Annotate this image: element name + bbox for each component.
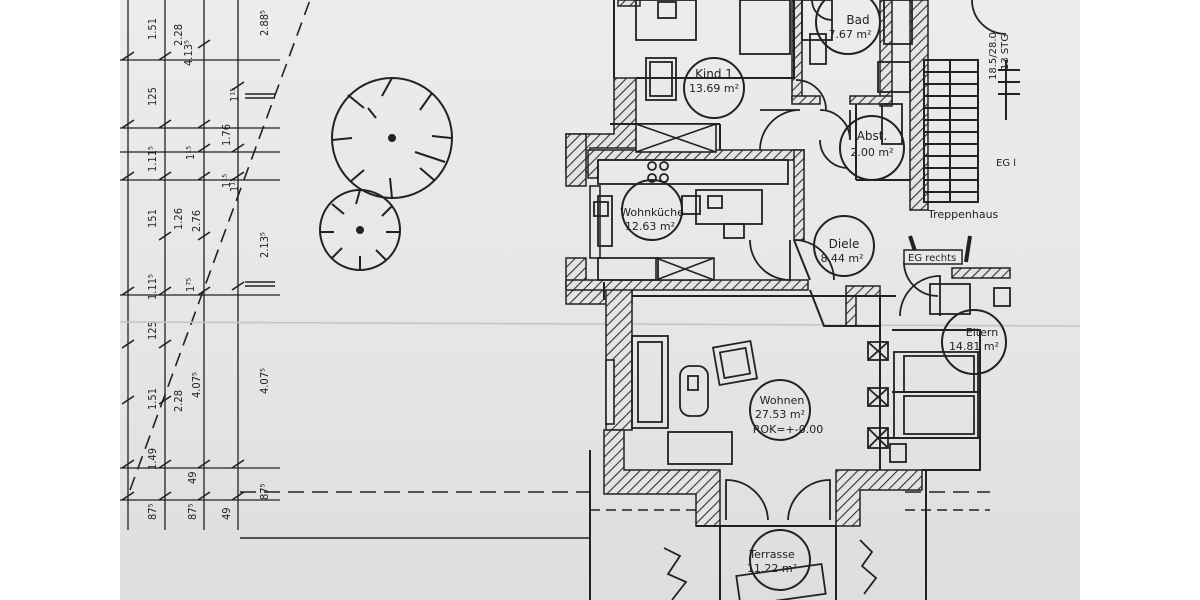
dim-label: 2.28 — [172, 390, 185, 412]
label-stair-note: 18.5/28.0 — [988, 32, 999, 80]
label-eg-rechts: EG rechts — [908, 253, 956, 264]
dim-label: 1¹⁵ — [184, 146, 197, 160]
ground-lines — [240, 491, 990, 540]
bedroom-furniture — [635, 0, 1011, 315]
room-name-abst: Abst. — [857, 129, 888, 143]
room-area-kind1: 13.69 m² — [689, 82, 739, 95]
dim-label: 1.51 — [146, 18, 159, 40]
dim-label: 1¹⁵ — [228, 178, 241, 192]
dim-label: 2.28 — [172, 24, 185, 46]
dim-label: 1.26 — [172, 208, 185, 230]
dim-label: 1.11⁵ — [146, 146, 159, 172]
room-name-wohnen: Wohnen — [760, 394, 805, 407]
dim-label: 125 — [146, 321, 159, 340]
tree-small — [319, 189, 401, 271]
room-name-eltern: Eltern — [966, 326, 998, 339]
dim-label: 2.13⁵ — [258, 232, 271, 258]
room-name-wohnkueche: Wohnküche — [620, 206, 684, 219]
room-name-terrasse: Terrasse — [748, 548, 795, 561]
diagonal-guide-line — [129, 0, 311, 491]
dim-label: 1¹⁵ — [228, 88, 241, 102]
room-area-wohnen: 27.53 m² — [755, 408, 805, 421]
kitchen-furniture — [593, 159, 789, 281]
dim-label: 4.07⁵ — [190, 372, 203, 398]
building-walls — [565, 0, 1011, 527]
room-area-eltern: 14.81 m² — [949, 340, 999, 353]
dim-label: 49 — [220, 507, 233, 520]
dim-label: 2.88⁵ — [258, 10, 271, 36]
dim-label: 1.76 — [220, 124, 233, 146]
dim-label: 87⁵ — [146, 503, 159, 520]
room-name-kind1: Kind 1 — [695, 67, 733, 81]
room-area-abst: 2.00 m² — [850, 146, 893, 159]
dim-label: 4.07⁵ — [258, 368, 271, 394]
room-name-diele: Diele — [829, 237, 860, 251]
room-area-diele: 8.44 m² — [820, 252, 863, 265]
dim-label: 1⁷⁵ — [184, 278, 197, 292]
room-labels: Kind 1 13.69 m² Bad 7.67 m² Abst. 2.00 m… — [620, 13, 1016, 575]
paper-fold — [120, 321, 1080, 327]
label-treppenhaus: Treppenhaus — [927, 208, 999, 221]
floor-plan-sheet: 1.51 125 1.11⁵ 151 1.11⁵ 125 1.51 1.49 8… — [120, 0, 1080, 600]
room-area-bad: 7.67 m² — [828, 28, 871, 41]
floor-plan-drawing: 1.51 125 1.11⁵ 151 1.11⁵ 125 1.51 1.49 8… — [120, 0, 1080, 600]
windows — [589, 123, 717, 425]
dim-label: 2.76 — [190, 210, 203, 232]
dim-label: 4.13⁵ — [182, 40, 195, 66]
room-label-bubbles — [621, 0, 1007, 591]
dimension-labels: 1.51 125 1.11⁵ 151 1.11⁵ 125 1.51 1.49 8… — [146, 10, 271, 520]
dim-label: 125 — [146, 87, 159, 106]
room-area-terrasse: 11.22 m² — [747, 562, 797, 575]
dimension-chains — [120, 0, 280, 530]
staircase — [908, 59, 1020, 263]
dim-label: 1.51 — [146, 388, 159, 410]
label-stair-steps: 13 STG — [1000, 34, 1011, 70]
label-eg-l: EG l — [996, 158, 1016, 169]
tree-large — [331, 77, 453, 199]
dim-label: 1.49 — [146, 448, 159, 470]
terrace-furniture — [663, 539, 878, 600]
living-furniture — [631, 335, 979, 465]
dim-label: 1¹⁵ — [220, 174, 233, 188]
room-name-bad: Bad — [846, 13, 869, 27]
dim-label: 1.11⁵ — [146, 274, 159, 300]
dim-label: 87⁵ — [186, 503, 199, 520]
room-area-wohnkueche: 12.63 m² — [625, 220, 675, 233]
dim-label: 151 — [146, 209, 159, 228]
room-level-wohnen: ROK=+-0.00 — [753, 423, 823, 436]
dim-label: 49 — [186, 471, 199, 484]
